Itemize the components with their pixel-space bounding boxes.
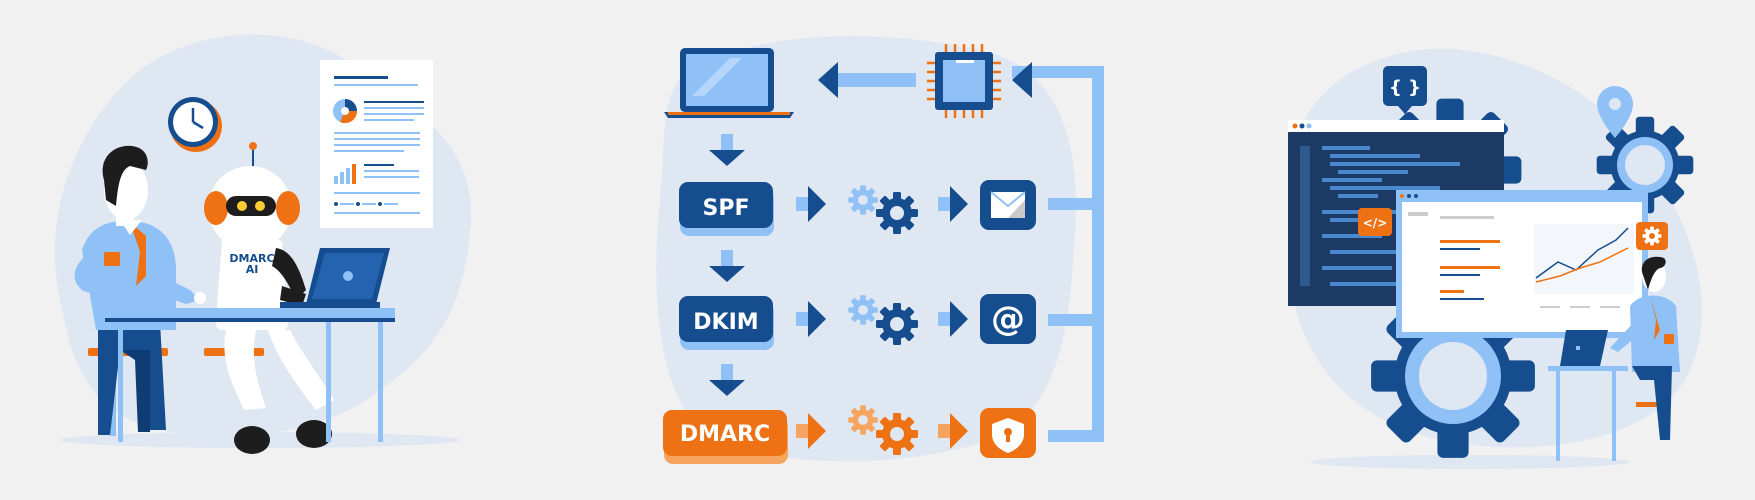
html-tag-badge: </> [1358,208,1392,236]
down-arrow-1 [709,134,745,166]
left-scene: DMARC AI [54,34,472,454]
settings-badge-icon [1636,222,1668,250]
shield-lock-icon [980,408,1036,458]
processor-chip-icon [927,44,1001,118]
flow-diagram: SPF DKIM @ [656,36,1104,464]
analytics-window [1396,190,1648,338]
at-sign-icon: @ [980,294,1036,344]
robot-chest-label-2: AI [246,263,259,276]
step-label-spf: SPF [703,196,750,221]
laptop-icon [280,248,390,308]
chip-to-laptop-arrow [818,62,916,98]
robot-figure: DMARC AI [204,142,334,454]
at-sign-glyph: @ [991,299,1025,339]
code-braces-badge: { } [1383,66,1427,114]
envelope-icon [980,180,1036,230]
flow-step-dmarc: DMARC [663,405,968,464]
feedback-loop-connector [1012,62,1104,442]
desk [105,308,395,442]
step-label-dmarc: DMARC [680,422,770,447]
map-pin-icon [1597,86,1633,138]
robot-chest-label-1: DMARC [229,252,274,265]
flow-step-dkim: DKIM [679,295,968,350]
step-label-dkim: DKIM [693,310,758,335]
down-arrow-2 [709,250,745,282]
businessman-figure [74,145,206,436]
clock-icon [168,97,222,152]
flow-step-spf: SPF [679,182,968,236]
code-braces-label: { } [1389,77,1421,98]
html-tag-label: </> [1363,216,1388,230]
developer-figure [1548,256,1680,461]
right-scene: { } </> [1288,48,1702,469]
flow-laptop-icon [664,48,794,118]
report-document-icon [320,60,433,228]
background-blob-center [656,36,1076,462]
down-arrow-3 [709,364,745,396]
